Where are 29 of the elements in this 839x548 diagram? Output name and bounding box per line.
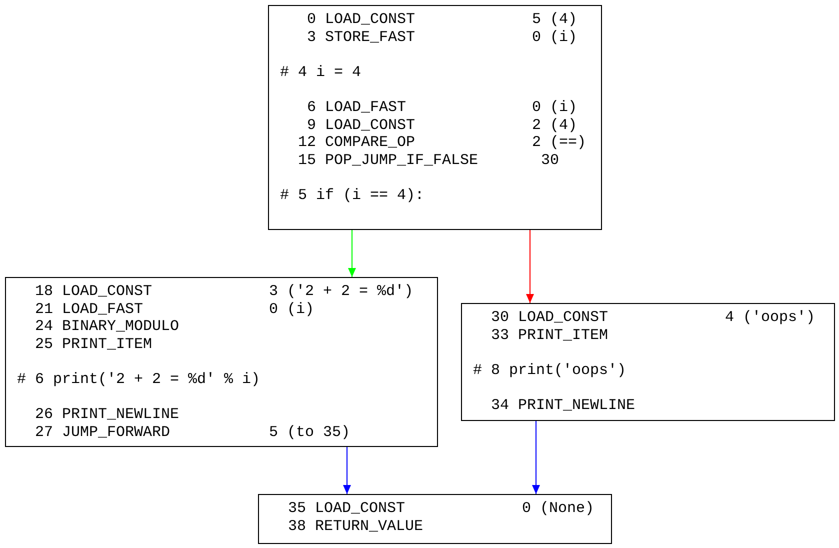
code-line: 25 PRINT_ITEM bbox=[34, 336, 154, 354]
code-block bbox=[5, 277, 438, 447]
code-line: 26 PRINT_NEWLINE bbox=[34, 406, 180, 424]
arrow bbox=[526, 230, 534, 304]
arrow bbox=[348, 230, 356, 278]
code-line: 0 LOAD_CONST 5 (4) bbox=[306, 11, 578, 29]
code-line: 6 LOAD_FAST 0 (i) bbox=[306, 98, 578, 117]
code-line: 30 LOAD_CONST 4 ('oops') bbox=[490, 309, 816, 327]
code-line: 24 BINARY_MODULO bbox=[34, 318, 180, 336]
code-block bbox=[268, 5, 602, 230]
code-line: 38 RETURN_VALUE bbox=[287, 518, 424, 536]
code-line: # 6 print('2 + 2 = %d' % i) bbox=[17, 370, 262, 389]
code-line: 34 PRINT_NEWLINE bbox=[490, 396, 636, 415]
code-line: 12 COMPARE_OP 2 (==) bbox=[297, 134, 588, 152]
code-block bbox=[258, 494, 612, 544]
code-line: 9 LOAD_CONST 2 (4) bbox=[306, 116, 578, 134]
arrow bbox=[532, 420, 540, 494]
code-block bbox=[461, 303, 835, 421]
code-line: 18 LOAD_CONST 3 ('2 + 2 = %d') bbox=[34, 283, 414, 301]
code-line: 27 JUMP_FORWARD 5 (to 35) bbox=[34, 424, 352, 442]
code-line: 15 POP_JUMP_IF_FALSE 30 bbox=[297, 152, 560, 170]
code-line: 3 STORE_FAST 0 (i) bbox=[306, 28, 578, 46]
code-line: 33 PRINT_ITEM bbox=[490, 326, 610, 344]
arrow bbox=[343, 446, 351, 494]
code-line: 35 LOAD_CONST 0 (None) bbox=[287, 500, 596, 518]
code-line: # 5 if (i == 4): bbox=[280, 186, 426, 205]
code-line: # 8 print('oops') bbox=[473, 362, 628, 380]
code-line: 21 LOAD_FAST 0 (i) bbox=[34, 300, 316, 318]
code-line: # 4 i = 4 bbox=[280, 64, 362, 82]
